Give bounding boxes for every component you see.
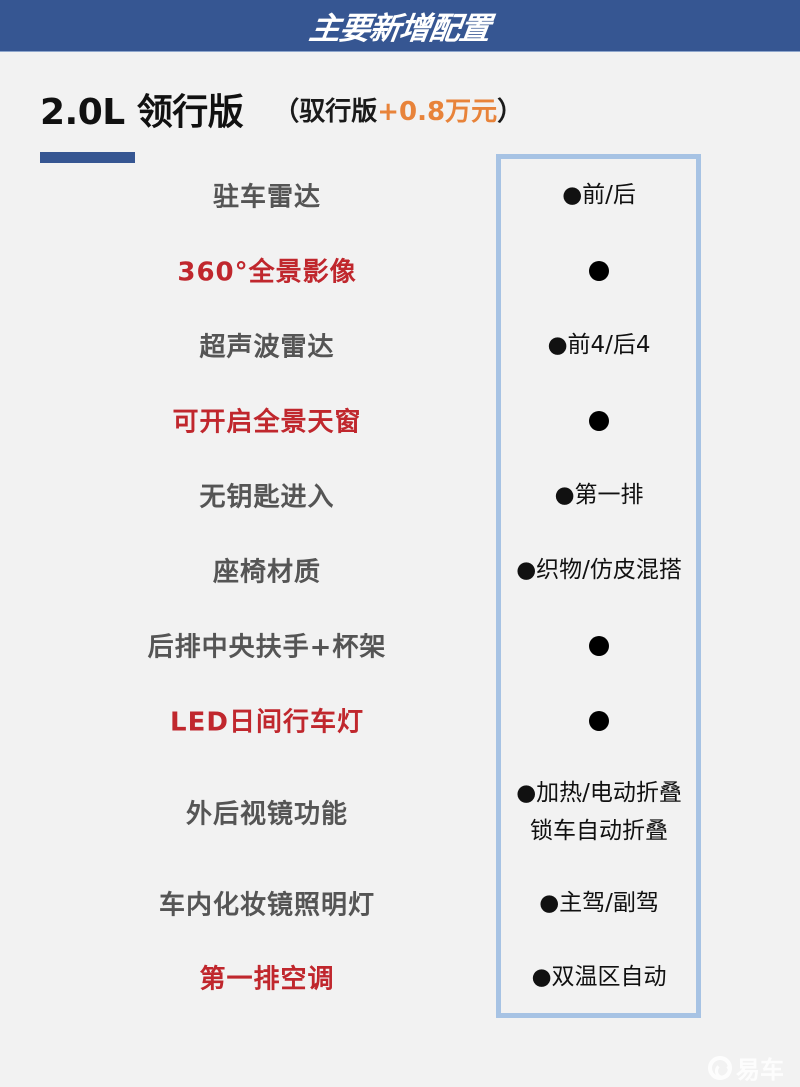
feature-value bbox=[589, 626, 609, 664]
standard-dot-icon bbox=[589, 410, 609, 431]
compare-price: +0.8万元 bbox=[377, 96, 498, 127]
standard-dot-icon bbox=[589, 260, 609, 281]
standard-dot-icon bbox=[589, 635, 609, 656]
yiche-logo-icon bbox=[708, 1055, 732, 1080]
feature-label: 外后视镜功能 bbox=[185, 799, 349, 830]
feature-label: 后排中央扶手+杯架 bbox=[147, 632, 387, 663]
compare-prefix: （驭行版 bbox=[273, 96, 378, 127]
feature-label: 360°全景影像 bbox=[177, 257, 357, 288]
banner: 主要新增配置 bbox=[0, 0, 800, 52]
feature-value: ●前4/后4 bbox=[547, 332, 651, 358]
feature-label: 无钥匙进入 bbox=[199, 482, 335, 513]
watermark-text: 易车 bbox=[736, 1056, 784, 1084]
banner-title: 主要新增配置 bbox=[306, 11, 493, 47]
feature-label: 驻车雷达 bbox=[212, 182, 322, 213]
feature-value: ●第一排 bbox=[554, 482, 644, 508]
feature-value bbox=[589, 701, 609, 739]
feature-value bbox=[589, 251, 609, 289]
feature-label: LED日间行车灯 bbox=[170, 707, 364, 738]
feature-label: 车内化妆镜照明灯 bbox=[158, 890, 376, 921]
compare-suffix: ） bbox=[497, 96, 524, 127]
feature-value: ●加热/电动折叠 锁车自动折叠 bbox=[516, 774, 682, 850]
feature-label: 座椅材质 bbox=[212, 557, 322, 588]
trim-compare: （驭行版 +0.8万元 ） bbox=[273, 91, 523, 128]
spec-values-box bbox=[496, 154, 701, 1018]
watermark: 易车 bbox=[708, 1050, 784, 1085]
feature-value: ●织物/仿皮混搭 bbox=[516, 557, 682, 583]
feature-value bbox=[589, 401, 609, 439]
accent-bar bbox=[40, 152, 135, 163]
feature-value-line2: 锁车自动折叠 bbox=[529, 818, 668, 844]
feature-value: ●前/后 bbox=[562, 182, 636, 208]
feature-value: ●主驾/副驾 bbox=[539, 890, 659, 916]
feature-value: ●双温区自动 bbox=[531, 964, 667, 990]
feature-label: 超声波雷达 bbox=[199, 332, 335, 363]
standard-dot-icon bbox=[589, 710, 609, 731]
feature-label: 可开启全景天窗 bbox=[172, 407, 362, 438]
feature-label: 第一排空调 bbox=[199, 964, 335, 995]
feature-value-line1: ●加热/电动折叠 bbox=[516, 780, 682, 806]
trim-name: 2.0L 领行版 bbox=[40, 92, 244, 133]
trim-heading: 2.0L 领行版 （驭行版 +0.8万元 ） bbox=[40, 84, 523, 134]
